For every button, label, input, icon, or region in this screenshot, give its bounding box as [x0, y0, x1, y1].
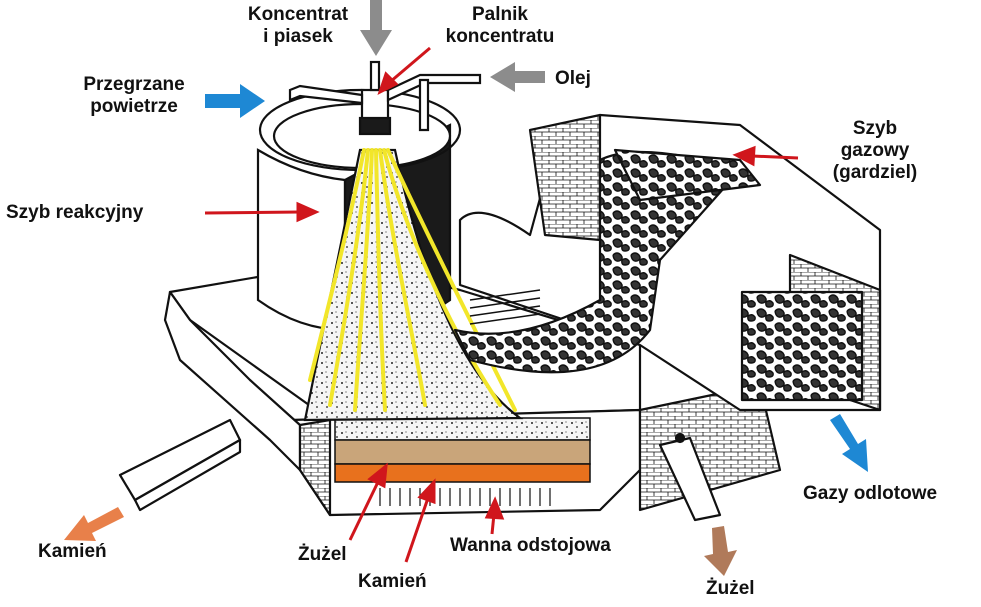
arrows — [64, 0, 868, 576]
slag-layer-pointer-line — [348, 481, 380, 541]
air-pipe — [288, 84, 364, 105]
label-concentrate-burner: Palnik koncentratu — [445, 4, 555, 47]
oil-pipe-down — [418, 78, 430, 132]
burner-feed-pipe — [369, 60, 381, 92]
flame-streams — [308, 148, 517, 412]
flame-stream — [378, 148, 427, 407]
flame-stream — [328, 148, 370, 407]
melt-zone — [334, 417, 591, 441]
label-slag-out: Żużel — [706, 578, 755, 599]
label-stone-layer: Kamień — [358, 571, 427, 592]
launders — [118, 418, 722, 522]
slag-layer-pointer-head — [367, 462, 388, 489]
gas-shaft-pointer-head — [732, 145, 756, 167]
flame-stream — [353, 148, 374, 412]
reaction-shaft — [256, 60, 524, 422]
settler-left-brick — [298, 418, 332, 517]
burner-nozzle — [358, 116, 392, 136]
connector-fins — [469, 289, 541, 325]
settling-bath-pointer-head — [484, 496, 505, 520]
exhaust-outlet — [740, 290, 864, 402]
slag-layer — [334, 439, 591, 465]
label-concentrate-and-sand: Koncentrat i piasek — [247, 4, 349, 47]
flame-stream — [374, 148, 387, 412]
gas-shaft-pointer-line — [751, 154, 799, 160]
gas-uptake — [453, 113, 882, 412]
label-stone-out: Kamień — [38, 541, 107, 562]
air-input-arrow — [205, 84, 265, 118]
settling-bath — [334, 417, 591, 506]
flame-stream — [382, 148, 502, 407]
flame-stream — [386, 148, 517, 412]
label-oil: Olej — [555, 68, 591, 89]
label-reaction-shaft: Szyb reakcyjny — [6, 202, 144, 223]
label-gas-shaft: Szyb gazowy (gardziel) — [832, 118, 918, 183]
stone-launder-side — [133, 438, 242, 512]
stone-layer-pointer-head — [417, 478, 436, 505]
burner-pointer-head — [377, 71, 399, 95]
label-exhaust-gases: Gazy odlotowe — [803, 483, 938, 504]
slag-tap-hole — [674, 432, 686, 444]
stone-layer-pointer-line — [404, 497, 430, 563]
reaction-shaft-pointer-line — [204, 210, 301, 215]
oil-input-arrow — [490, 62, 545, 92]
gas-shaft-opening — [613, 148, 762, 202]
label-slag-layer: Żużel — [298, 544, 347, 565]
reaction-shaft-pointer-head — [296, 201, 320, 223]
oil-pipe — [386, 73, 482, 102]
stone-output-arrow — [64, 507, 124, 541]
label-settling-bath: Wanna odstojowa — [450, 535, 611, 556]
concentrate-input-arrow — [360, 0, 392, 56]
flame-stream — [308, 148, 366, 382]
exhaust-output-arrow — [830, 414, 868, 472]
label-superheated-air: Przegrzane powietrze — [83, 74, 185, 117]
burner-pointer-line — [389, 46, 431, 84]
stone-layer — [334, 463, 591, 483]
slag-output-arrow — [704, 526, 737, 576]
